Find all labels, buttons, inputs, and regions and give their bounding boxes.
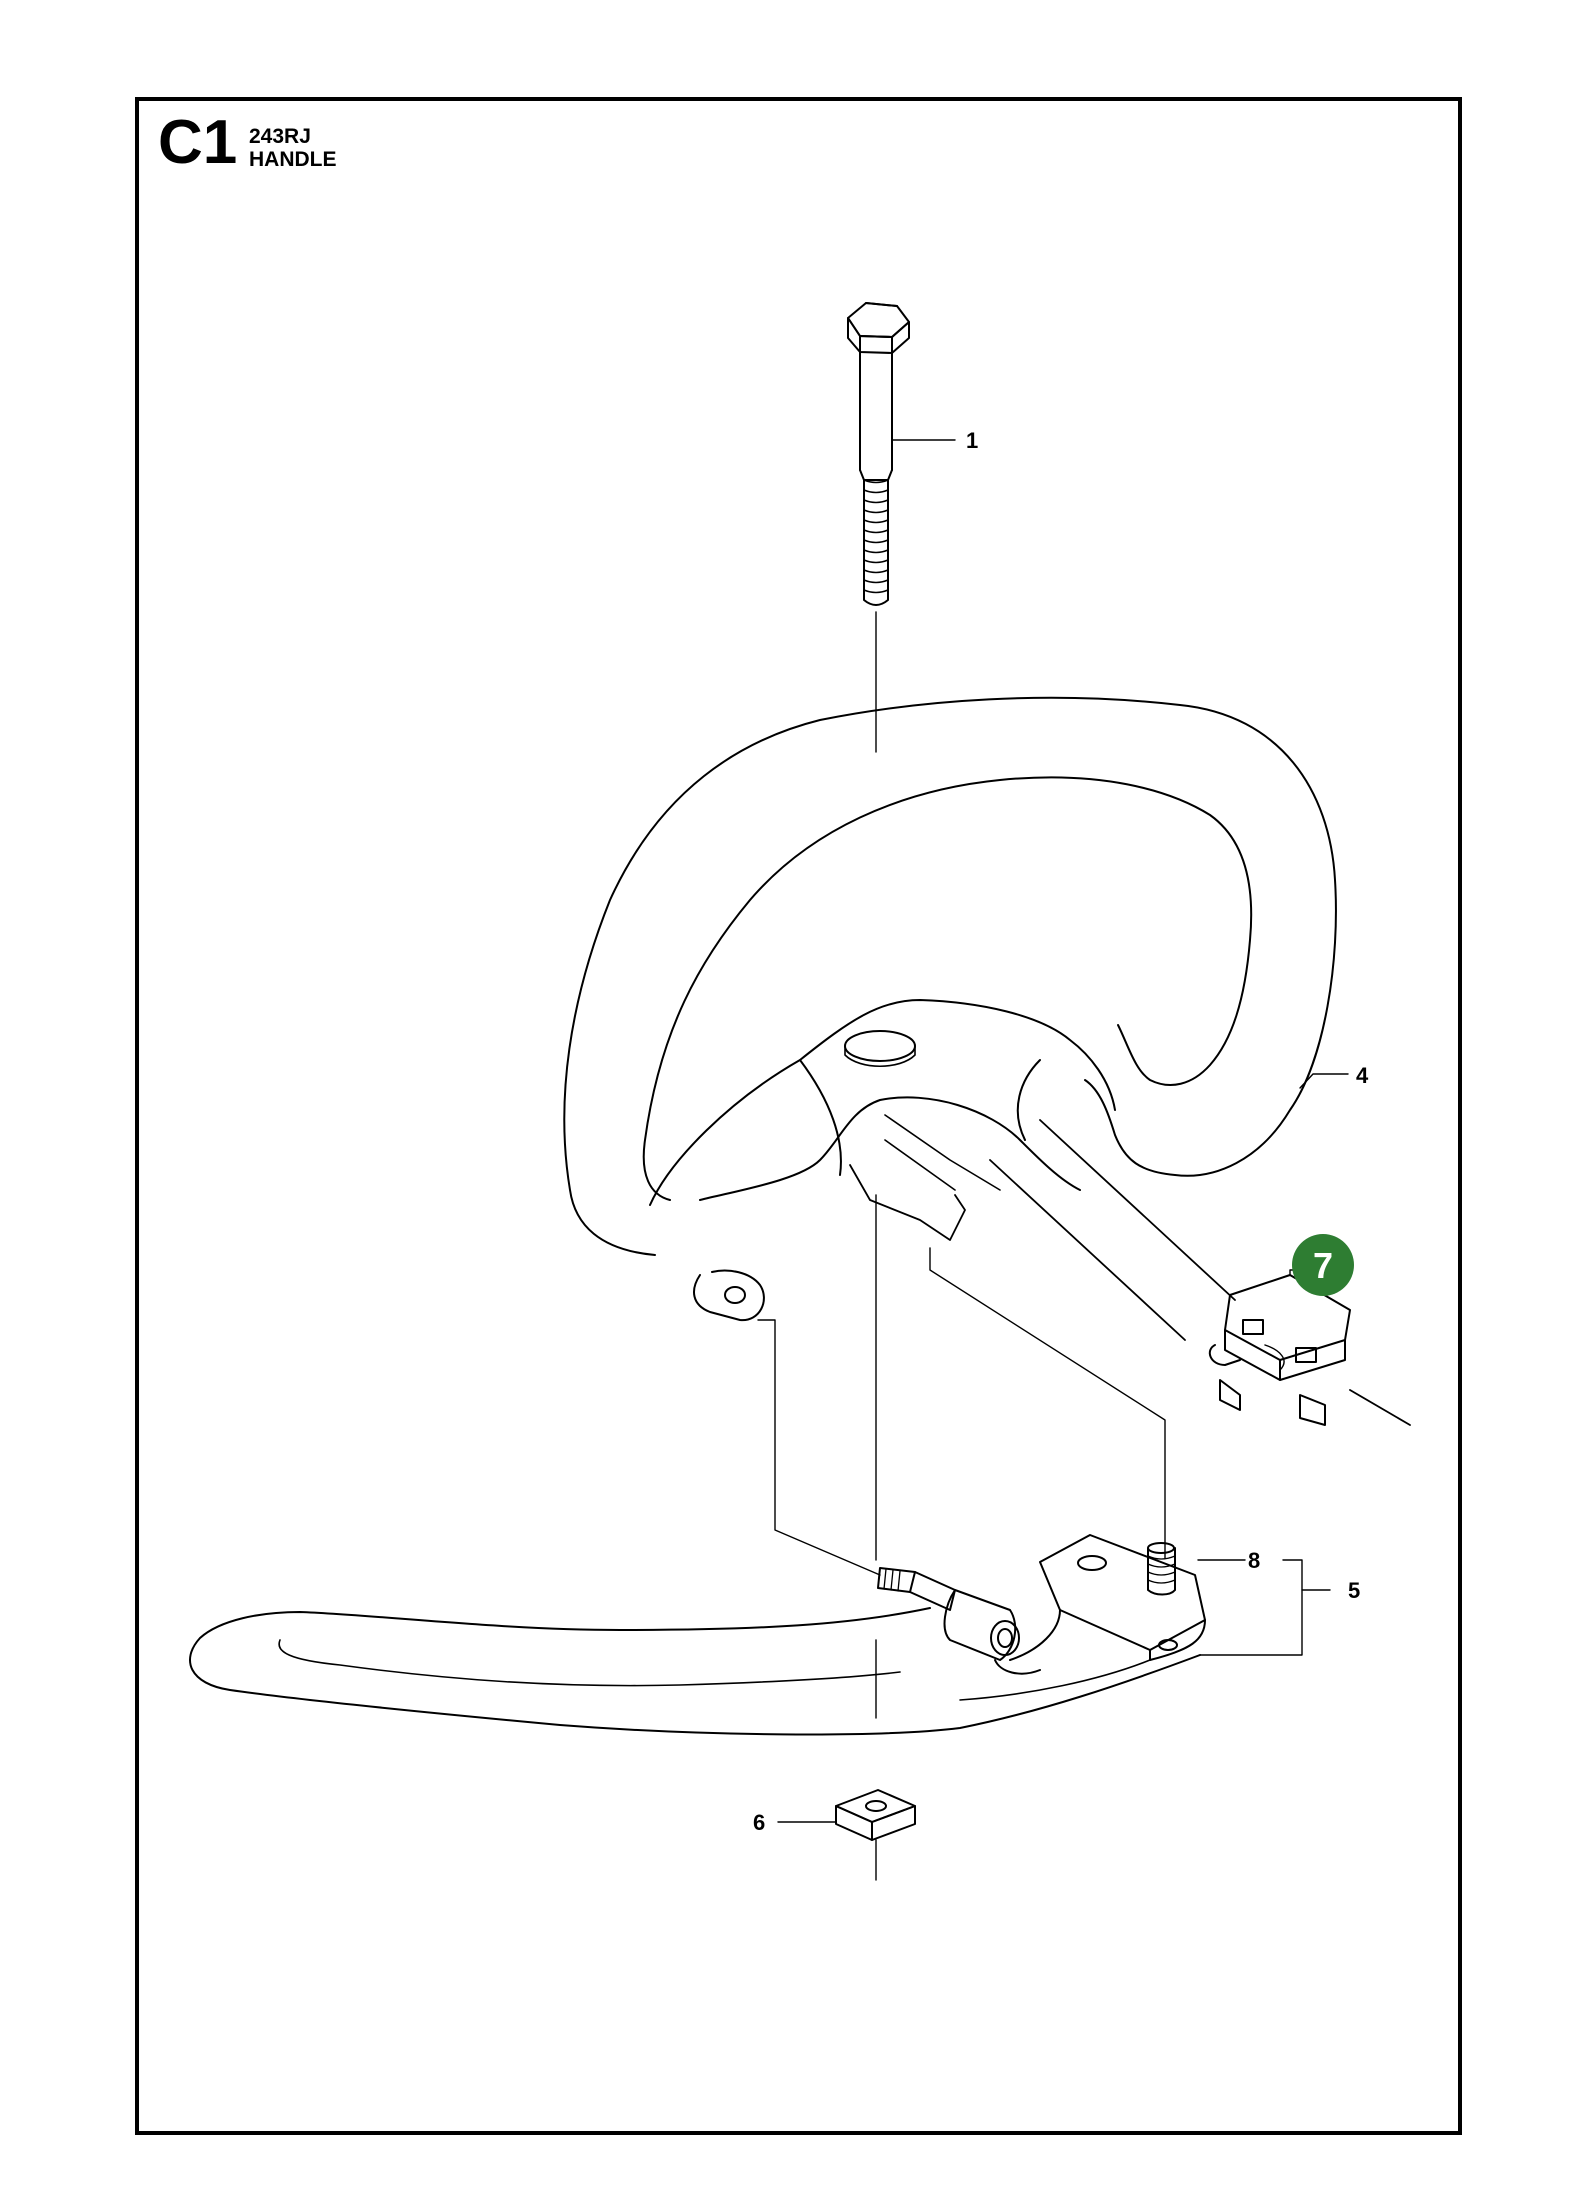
- page-title: HANDLE: [249, 147, 337, 171]
- callout-5: 5: [1348, 1578, 1360, 1603]
- model-title: 243RJ HANDLE: [249, 125, 337, 171]
- section-code: C1: [158, 108, 238, 177]
- model-number: 243RJ: [249, 125, 311, 148]
- callout-1: 1: [966, 428, 978, 453]
- callout-leaders: [777, 439, 1349, 1823]
- callout-4: 4: [1356, 1063, 1369, 1088]
- part-4-handle: [563, 696, 1337, 1322]
- callout-8: 8: [1248, 1548, 1260, 1573]
- part-5-lower-handle: [189, 1534, 1206, 1736]
- part-7-clamp: [1208, 1274, 1351, 1426]
- callout-7-badge: 7: [1292, 1234, 1354, 1296]
- part-6-nut: [835, 1789, 916, 1841]
- leader-lines: [757, 1247, 1166, 1576]
- part-1-bolt: [847, 302, 910, 606]
- shaft-tube: [989, 1119, 1411, 1426]
- callout-7: 7: [1313, 1245, 1333, 1286]
- drawing-frame: [135, 97, 1462, 2135]
- callout-6: 6: [753, 1810, 765, 1835]
